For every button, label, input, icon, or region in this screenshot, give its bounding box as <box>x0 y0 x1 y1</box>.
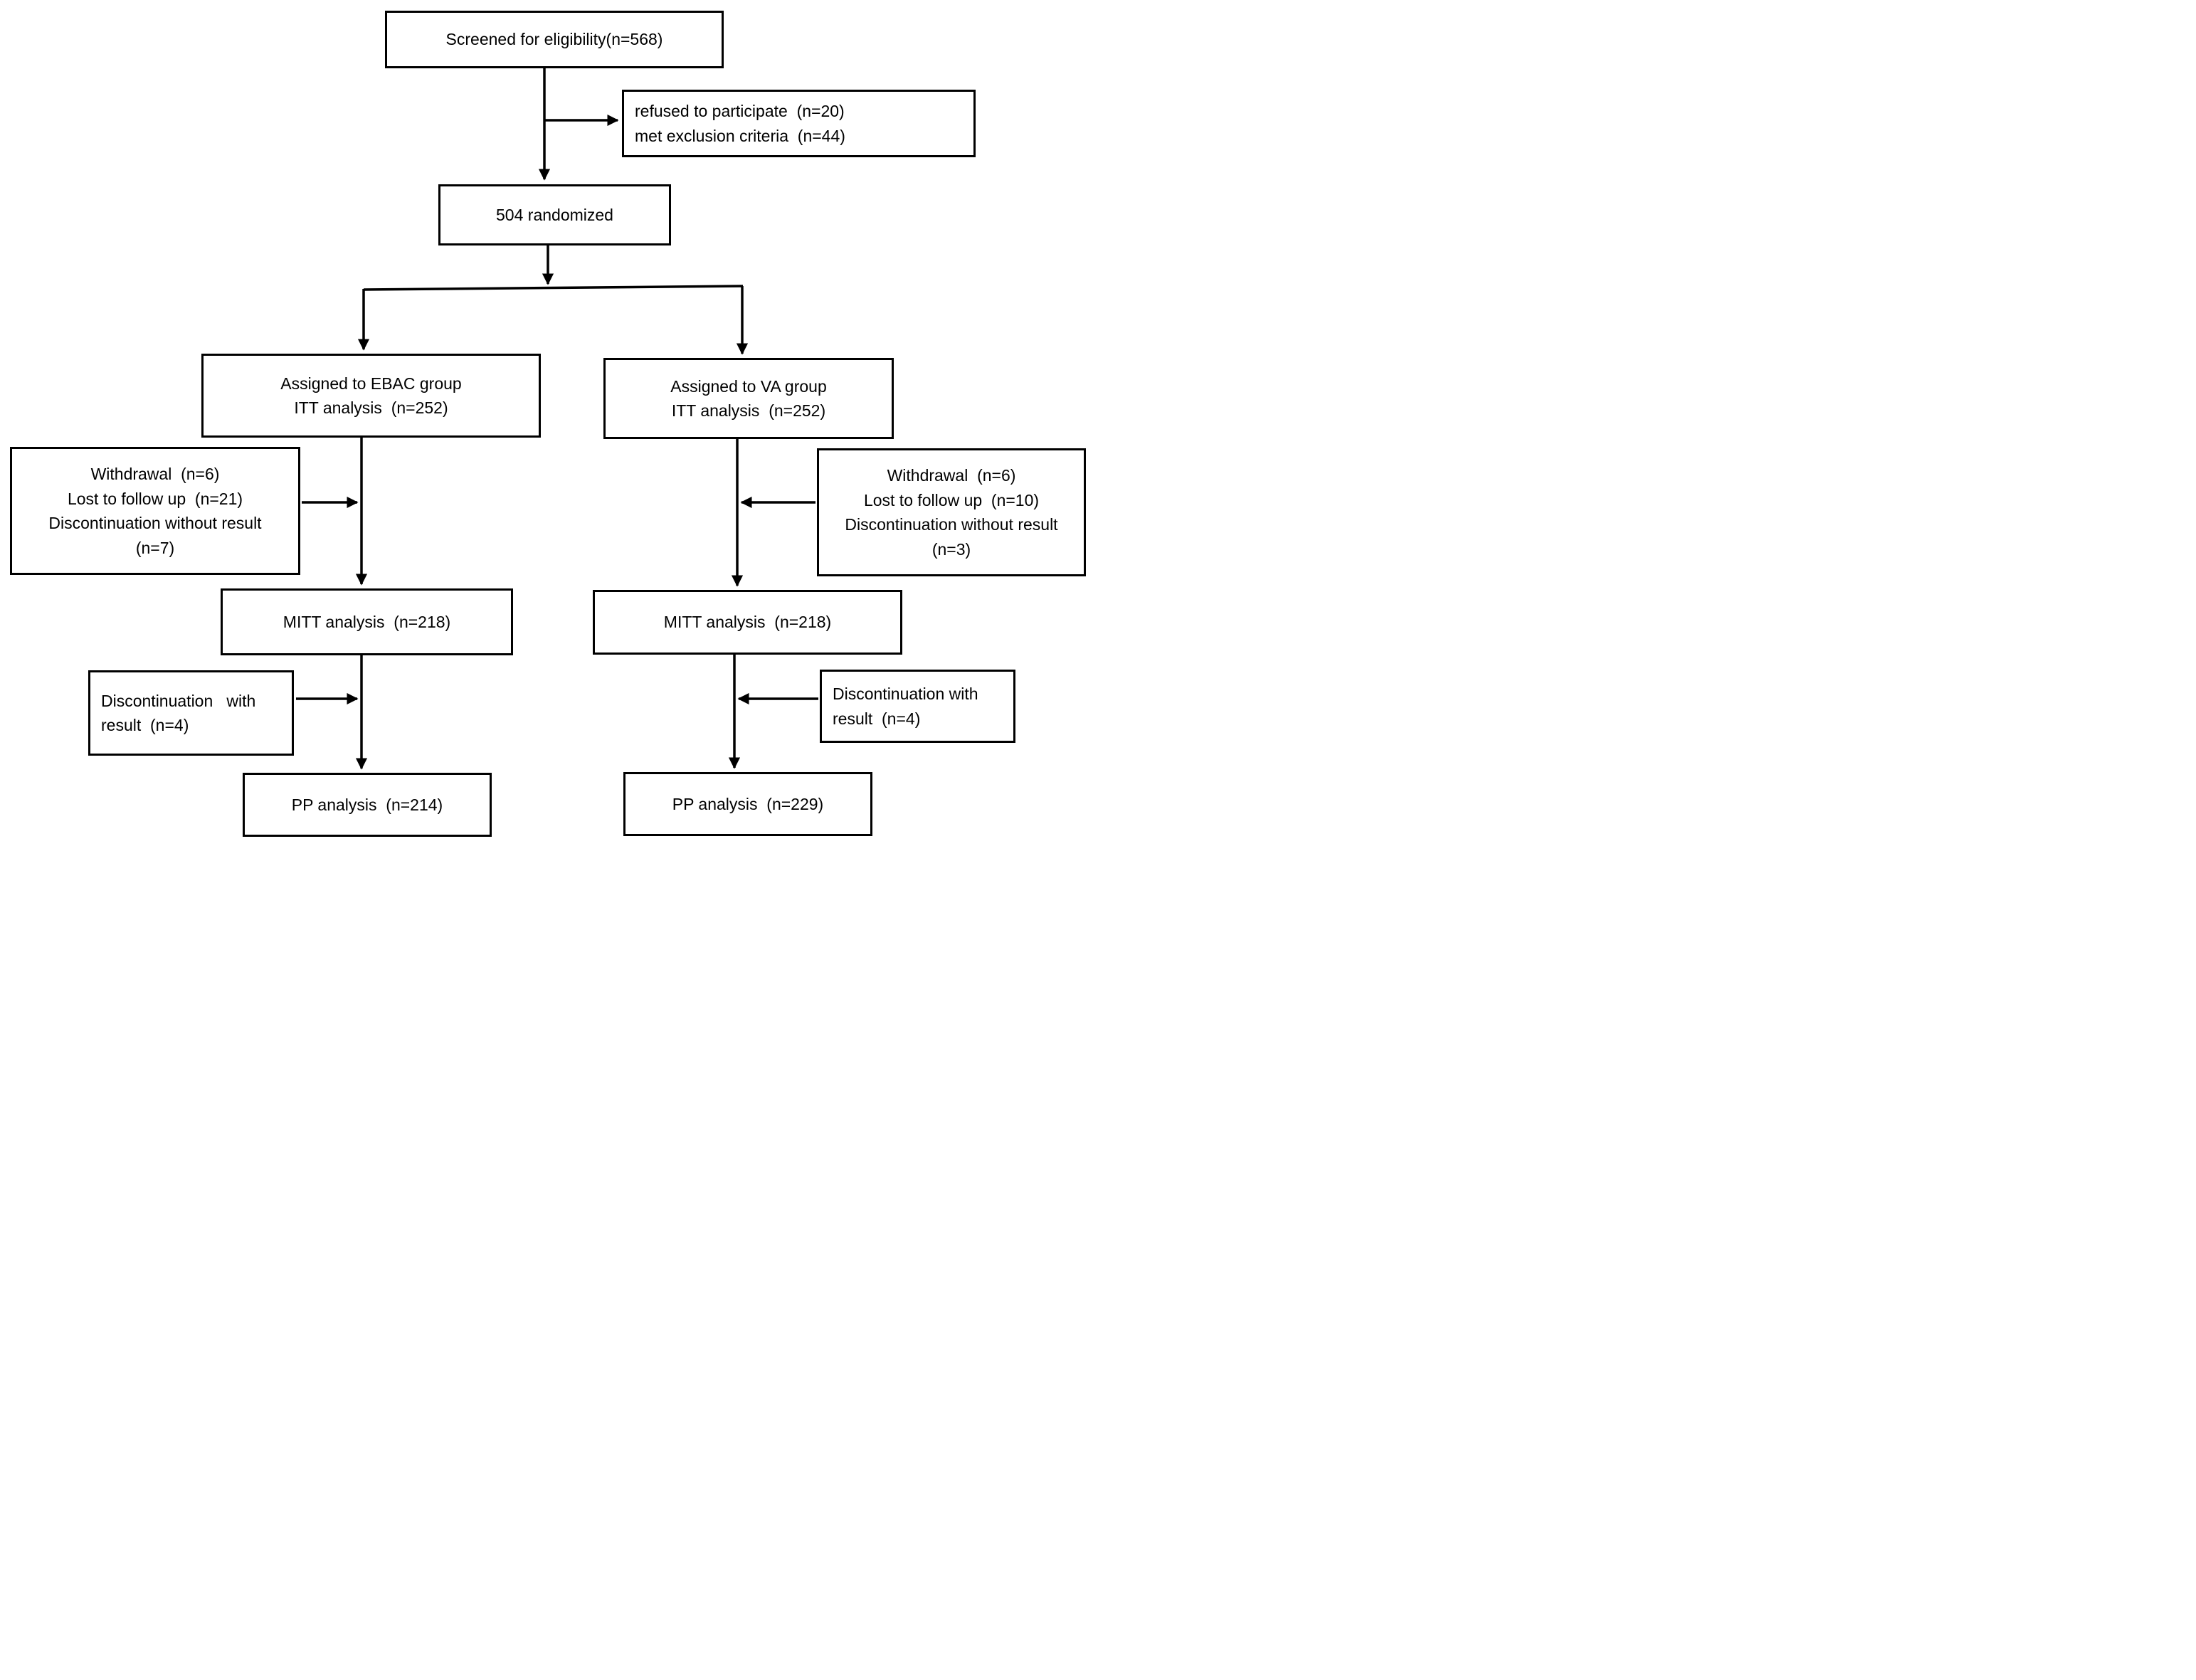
va-assigned-line-2: ITT analysis (n=252) <box>671 401 826 420</box>
screened-label: Screened for eligibility(n=568) <box>445 30 663 49</box>
va-discontinuation-box: Discontinuation with result (n=4) <box>820 670 1015 743</box>
randomized-label: 504 randomized <box>496 205 613 224</box>
ebac-discontinuation-line-1: Discontinuation with <box>101 691 256 710</box>
ebac-mitt-label: MITT analysis (n=218) <box>283 612 451 631</box>
ebac-withdrawal-line-1: Withdrawal (n=6) <box>90 465 220 483</box>
va-pp-box: PP analysis (n=229) <box>623 772 872 836</box>
ebac-mitt-box: MITT analysis (n=218) <box>221 588 513 655</box>
va-withdrawal-line-1: Withdrawal (n=6) <box>887 466 1016 485</box>
va-withdrawal-box: Withdrawal (n=6) Lost to follow up (n=10… <box>817 448 1086 576</box>
ebac-discontinuation-box: Discontinuation with result (n=4) <box>88 670 294 756</box>
ebac-discontinuation-line-2: result (n=4) <box>101 716 189 734</box>
excluded-line-2: met exclusion criteria (n=44) <box>635 126 845 145</box>
va-discontinuation-line-1: Discontinuation with <box>833 685 978 703</box>
ebac-withdrawal-line-2: Lost to follow up (n=21) <box>67 489 243 508</box>
excluded-line-1: refused to participate (n=20) <box>635 102 845 120</box>
connector-layer <box>296 68 818 770</box>
consort-flow-diagram: Screened for eligibility(n=568) refused … <box>0 0 1098 840</box>
screened-box: Screened for eligibility(n=568) <box>385 11 724 68</box>
va-discontinuation-line-2: result (n=4) <box>833 709 921 728</box>
ebac-assigned-line-2: ITT analysis (n=252) <box>294 398 448 417</box>
ebac-assigned-line-1: Assigned to EBAC group <box>280 374 462 393</box>
split-bar <box>363 285 744 291</box>
ebac-pp-box: PP analysis (n=214) <box>243 773 492 837</box>
va-pp-label: PP analysis (n=229) <box>672 794 824 813</box>
va-assigned-box: Assigned to VA group ITT analysis (n=252… <box>603 358 894 439</box>
ebac-withdrawal-box: Withdrawal (n=6) Lost to follow up (n=21… <box>10 447 300 575</box>
va-mitt-label: MITT analysis (n=218) <box>663 613 832 632</box>
va-mitt-box: MITT analysis (n=218) <box>593 590 902 655</box>
randomized-box: 504 randomized <box>438 184 671 245</box>
ebac-pp-label: PP analysis (n=214) <box>291 795 443 814</box>
ebac-withdrawal-line-4: (n=7) <box>135 538 175 557</box>
ebac-withdrawal-line-3: Discontinuation without result <box>48 514 262 532</box>
ebac-assigned-box: Assigned to EBAC group ITT analysis (n=2… <box>201 354 541 438</box>
excluded-box: refused to participate (n=20) met exclus… <box>622 90 976 157</box>
va-assigned-line-1: Assigned to VA group <box>670 376 827 396</box>
va-withdrawal-line-2: Lost to follow up (n=10) <box>863 490 1040 509</box>
va-withdrawal-line-3: Discontinuation without result <box>845 515 1058 534</box>
va-withdrawal-line-4: (n=3) <box>931 539 971 559</box>
